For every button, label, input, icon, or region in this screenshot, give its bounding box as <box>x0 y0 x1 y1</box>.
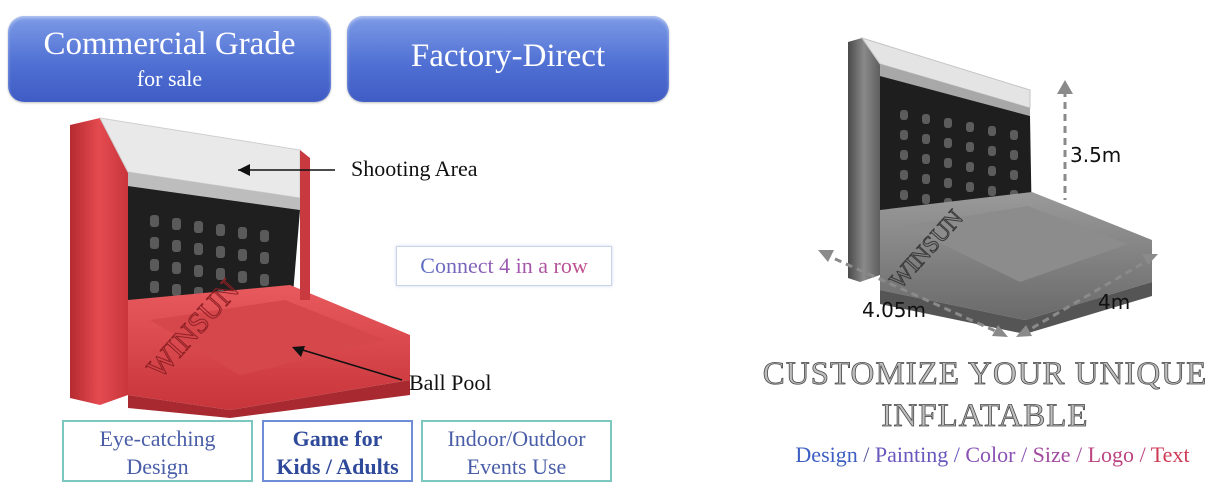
customization-options: Design / Painting / Color / Size / Logo … <box>760 442 1225 468</box>
factory-direct-badge: Factory-Direct <box>347 16 669 102</box>
feature-line: Kids / Adults <box>276 454 399 479</box>
feature-line: Game for <box>292 426 383 451</box>
option-logo: Logo <box>1087 442 1135 467</box>
option-size: Size <box>1032 442 1071 467</box>
option-separator: / <box>1134 442 1151 467</box>
connect-4-text: Connect 4 in a row <box>420 253 588 278</box>
option-separator: / <box>857 442 875 467</box>
option-separator: / <box>1070 442 1088 467</box>
commercial-grade-title: Commercial Grade <box>43 26 296 62</box>
option-separator: / <box>1015 442 1033 467</box>
option-color: Color <box>965 442 1016 467</box>
feature-line: Design <box>126 454 189 479</box>
connect-4-badge: Connect 4 in a row <box>396 246 612 286</box>
red-inflatable-connect4-image: WINSUN <box>70 117 410 418</box>
feature-game-for: Game for Kids / Adults <box>262 420 413 482</box>
shooting-area-label: Shooting Area <box>351 156 478 181</box>
width-dimension-label: 4.05m <box>862 298 927 322</box>
feature-line: Events Use <box>466 454 567 479</box>
gray-inflatable-dimensions-image: WINSUN <box>818 37 1158 337</box>
ball-pool-label: Ball Pool <box>409 370 492 395</box>
commercial-grade-badge: Commercial Grade for sale <box>8 16 331 102</box>
feature-eye-catching: Eye-catching Design <box>62 420 253 482</box>
feature-indoor-outdoor: Indoor/Outdoor Events Use <box>421 420 612 482</box>
option-design: Design <box>795 442 858 467</box>
customize-heading-line1: CUSTOMIZE YOUR UNIQUE <box>762 356 1208 393</box>
customize-heading-line2: INFLATABLE <box>881 398 1089 435</box>
option-text: Text <box>1150 442 1190 467</box>
factory-direct-title: Factory-Direct <box>410 38 606 74</box>
option-painting: Painting <box>874 442 949 467</box>
height-dimension-label: 3.5m <box>1070 143 1122 167</box>
for-sale-subtitle: for sale <box>136 66 203 91</box>
feature-line: Indoor/Outdoor <box>447 426 586 451</box>
depth-dimension-label: 4m <box>1098 290 1131 314</box>
feature-line: Eye-catching <box>99 426 216 451</box>
option-separator: / <box>948 442 966 467</box>
